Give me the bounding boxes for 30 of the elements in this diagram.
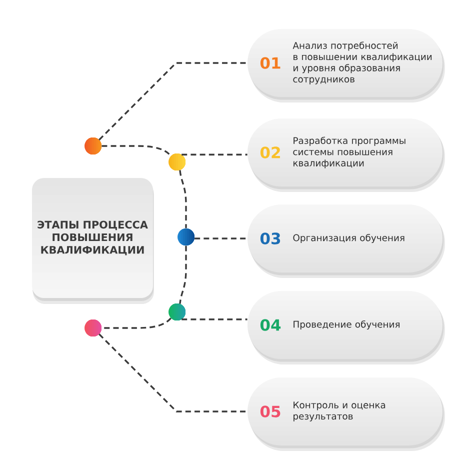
connector-dot [178,228,194,246]
step-number: 04 [260,319,281,331]
step-number: 05 [260,406,280,418]
step-pill [248,291,445,364]
connector-dot [84,320,102,336]
step-text: Организация обучения [293,234,404,244]
title-box: ЭТАПЫ ПРОЦЕССА ПОВЫШЕНИЯ КВАЛИФИКАЦИИ [32,178,154,304]
connector-line [182,154,248,156]
step-text: Анализ потребностей в повышении квалификации и уровня образования сотрудников [292,42,432,84]
connector-dot [168,304,186,320]
step-text: Разработка программы системы повышения квалификации [293,136,406,168]
connector-dot [84,138,102,154]
connector-line [102,318,172,329]
connector-line [179,246,187,304]
connector-line [182,318,248,320]
step-number: 01 [260,57,280,69]
connector-dot [168,154,186,170]
connector-line [98,334,248,412]
connector-line [194,238,248,240]
step-number: 02 [260,146,280,158]
step-pill [248,29,445,102]
step-text: Контроль и оценка результатов [294,402,386,422]
step-pill [248,378,445,451]
step-text: Проведение обучения [294,320,400,330]
connector-line [179,170,187,228]
connector-line [102,145,172,156]
step-pill [248,204,445,278]
connector-line [98,62,248,140]
step-pill [248,118,445,192]
step-number: 03 [260,232,280,244]
